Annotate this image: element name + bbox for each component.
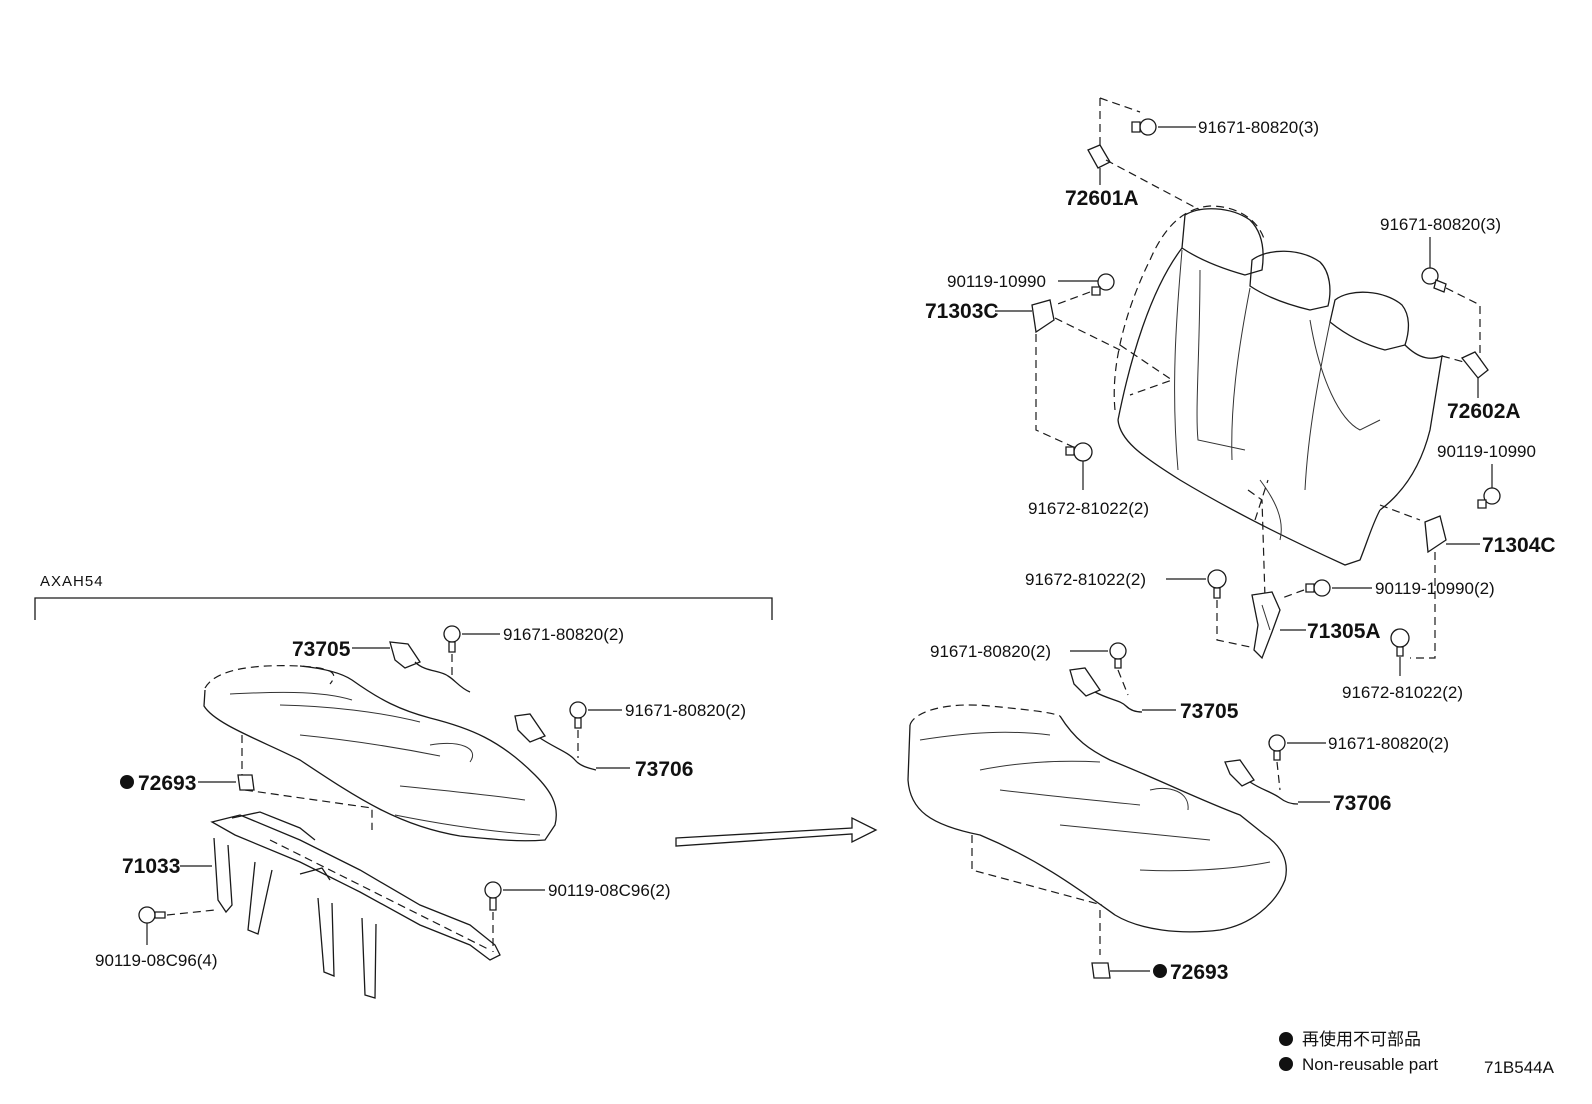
label-71033: 71033 — [122, 855, 180, 878]
right-clip-72693: 72693 — [1091, 961, 1228, 984]
right-bolt-91671-seat2: 91671-80820(2) — [1268, 734, 1449, 791]
label-91671-right-seat: 91671-80820(2) — [930, 642, 1051, 661]
right-hook-73706: 73706 — [1224, 759, 1391, 815]
right-bolt-91672-left-low: 91672-81022(2) — [1025, 569, 1256, 649]
label-72602A: 72602A — [1447, 400, 1521, 423]
left-seat-cushion — [203, 665, 557, 842]
right-bolt-90119-center: 90119-10990(2) — [1281, 579, 1495, 599]
right-seat-cushion — [907, 704, 1287, 955]
label-72601A: 72601A — [1065, 187, 1139, 210]
left-hook-73705: 73705 — [292, 638, 471, 693]
left-clip-72693: 72693 — [120, 772, 255, 795]
right-hinge-71304C: 71304C — [1410, 515, 1556, 659]
legend-english: Non-reusable part — [1302, 1055, 1438, 1074]
label-73705-right: 73705 — [1180, 700, 1239, 723]
right-bolt-90119-right: 90119-10990 — [1437, 442, 1536, 509]
right-bolt-90119-left: 90119-10990 — [947, 272, 1115, 306]
right-bolt-91672-right-low: 91672-81022(2) — [1342, 628, 1463, 702]
label-91672-left-low: 91672-81022(2) — [1025, 570, 1146, 589]
right-bolt-91672-left-mid: 91672-81022(2) — [1028, 442, 1149, 518]
right-bolt-91671-right-top: 91671-80820(3) — [1380, 215, 1501, 365]
left-bolt-90119-08C96-2: 90119-08C96(2) — [269, 839, 671, 952]
label-90119-center: 90119-10990(2) — [1375, 579, 1495, 598]
right-hinge-71305A: 71305A — [1251, 591, 1381, 660]
label-91671-right-top: 91671-80820(3) — [1380, 215, 1501, 234]
right-bolt-91671-seat: 91671-80820(2) — [930, 642, 1129, 696]
label-73705-left: 73705 — [292, 638, 351, 661]
label-91671-top: 91671-80820(3) — [1198, 118, 1319, 137]
label-72693-left: 72693 — [138, 772, 196, 795]
label-73706-left: 73706 — [635, 758, 693, 781]
label-90119-left: 90119-10990 — [947, 272, 1046, 291]
left-bolt-90119-08C96-4: 90119-08C96(4) — [95, 906, 218, 970]
transition-arrow — [675, 816, 878, 847]
group-bracket — [34, 597, 773, 620]
left-bolt-91671-top: 91671-80820(2) — [443, 625, 624, 675]
label-90119-08C96-2: 90119-08C96(2) — [548, 881, 671, 900]
legend-japanese: 再使用不可部品 — [1302, 1029, 1421, 1049]
right-hinge-72601A: 72601A — [1065, 144, 1201, 211]
label-91672-left-mid: 91672-81022(2) — [1028, 499, 1149, 518]
label-72693-right: 72693 — [1170, 961, 1228, 984]
label-91671-left-top: 91671-80820(2) — [503, 625, 624, 644]
right-hook-73705: 73705 — [1069, 667, 1239, 723]
non-reusable-dot — [120, 775, 134, 789]
group-label: AXAH54 — [40, 573, 104, 590]
diagram-id: 71B544A — [1484, 1058, 1555, 1077]
label-90119-08C96-4: 90119-08C96(4) — [95, 951, 218, 970]
label-71304C: 71304C — [1482, 534, 1556, 557]
left-seat-frame-71033: 71033 — [122, 811, 501, 999]
right-hinge-72602A: 72602A — [1441, 351, 1521, 423]
legend-dot-2 — [1279, 1057, 1293, 1071]
label-91671-right-seat2: 91671-80820(2) — [1328, 734, 1449, 753]
label-90119-right: 90119-10990 — [1437, 442, 1536, 461]
right-seat-back — [1113, 205, 1443, 599]
label-91671-left-mid: 91671-80820(2) — [625, 701, 746, 720]
label-71303C: 71303C — [925, 300, 999, 323]
non-reusable-dot — [1153, 964, 1167, 978]
right-bolt-91671-top: 91671-80820(3) — [1099, 97, 1319, 145]
right-hinge-71303C: 71303C — [925, 299, 1121, 451]
legend-dot-1 — [1279, 1032, 1293, 1046]
label-71305A: 71305A — [1307, 620, 1381, 643]
label-91672-right-low: 91672-81022(2) — [1342, 683, 1463, 702]
left-hook-73706: 91671-80820(2) 73706 — [514, 701, 746, 781]
label-73706-right: 73706 — [1333, 792, 1391, 815]
legend: 再使用不可部品 Non-reusable part 71B544A — [1279, 1029, 1555, 1077]
